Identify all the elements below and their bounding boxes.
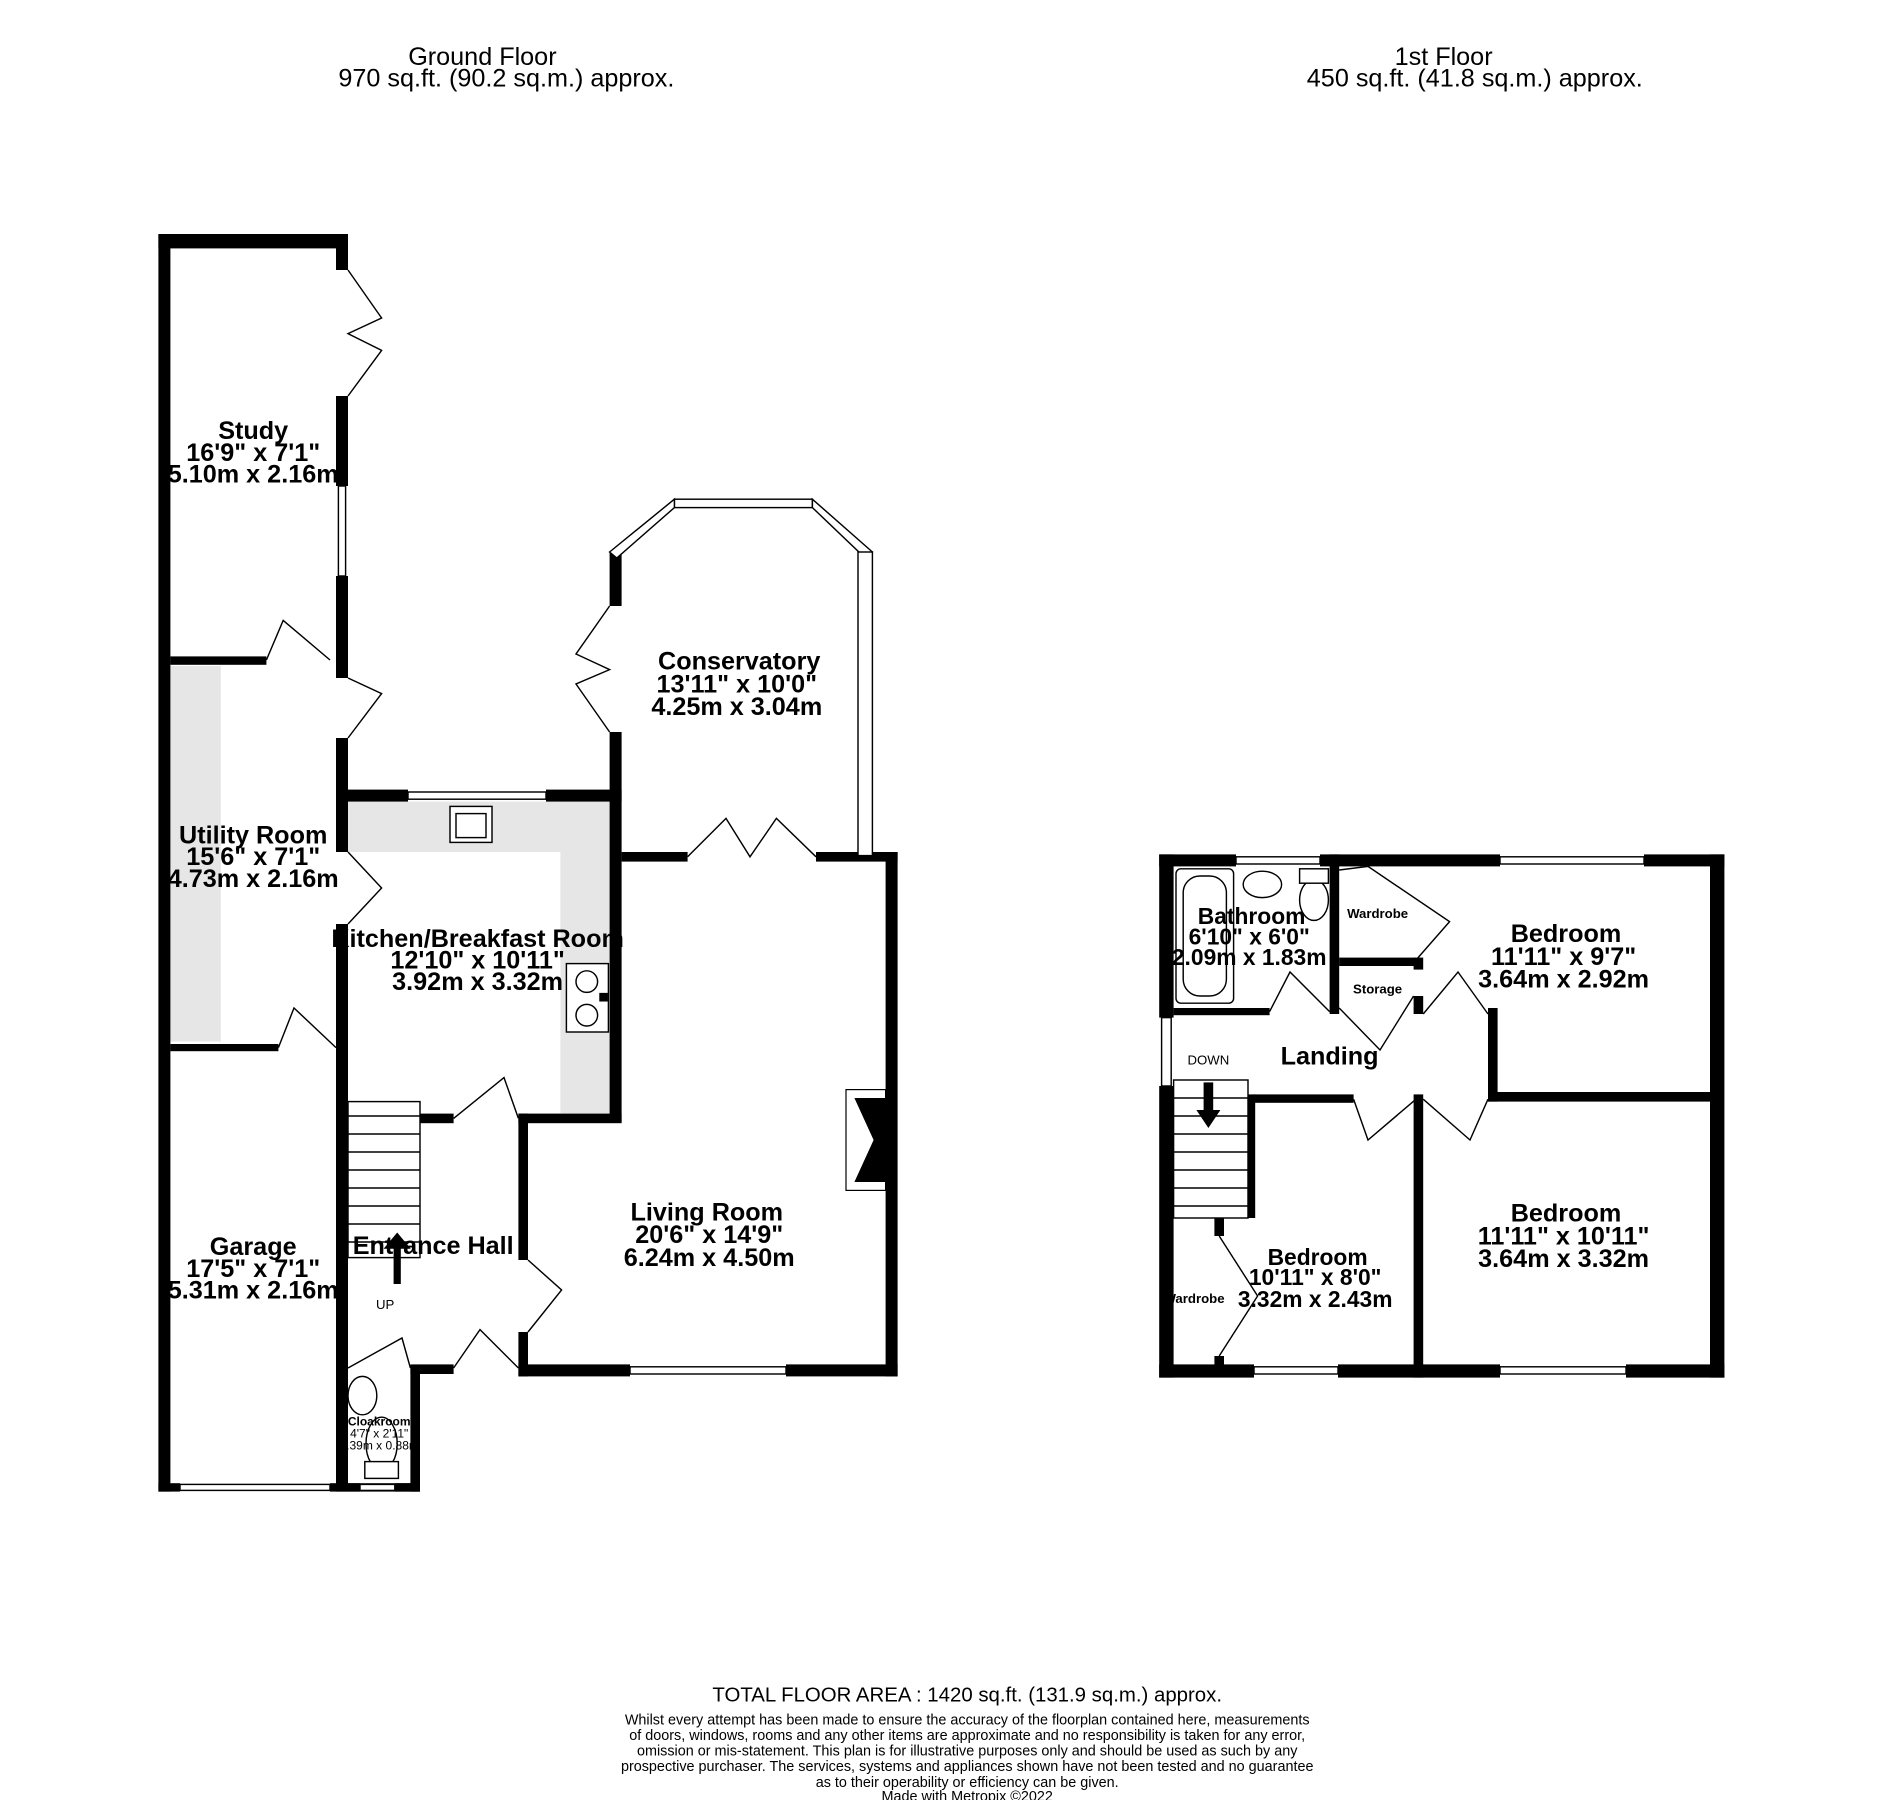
ground-floor-area: 970 sq.ft. (90.2 sq.m.) approx. [338, 64, 674, 92]
room-entrance-hall: Entrance Hall [353, 1232, 514, 1260]
svg-text:2.09m x 1.83m: 2.09m x 1.83m [1172, 944, 1327, 970]
first-floor-title: 1st Floor [1395, 43, 1493, 71]
svg-text:Bedroom: Bedroom [1511, 920, 1622, 948]
first-floor-stairs [1172, 1079, 1249, 1219]
room-bathroom: Bathroom 6'10" x 6'0" 2.09m x 1.83m [1172, 903, 1327, 970]
total-floor-area: TOTAL FLOOR AREA : 1420 sq.ft. (131.9 sq… [712, 1685, 1222, 1707]
room-bedroom-2: Bedroom 11'11" x 10'11" 3.64m x 3.32m [1478, 1200, 1650, 1274]
stair-up-label: UP [376, 1297, 395, 1312]
room-study: Study 16'9" x 7'1" 5.10m x 2.16m [168, 417, 339, 488]
svg-text:3.32m x 2.43m: 3.32m x 2.43m [1238, 1286, 1393, 1312]
basin-icon [347, 1375, 378, 1416]
svg-text:Made with Metropix ©2022: Made with Metropix ©2022 [882, 1789, 1053, 1800]
svg-text:11'11" x 9'7": 11'11" x 9'7" [1491, 943, 1636, 971]
svg-text:Whilst every attempt has been: Whilst every attempt has been made to en… [625, 1712, 1310, 1728]
first-floor-doors [1218, 865, 1489, 1357]
svg-text:omission or mis-statement. Thi: omission or mis-statement. This plan is … [637, 1744, 1298, 1760]
room-living: Living Room 20'6" x 14'9" 6.24m x 4.50m [624, 1198, 795, 1272]
room-utility: Utility Room 15'6" x 7'1" 4.73m x 2.16m [168, 822, 339, 893]
room-bedroom-1: Bedroom 11'11" x 9'7" 3.64m x 2.92m [1478, 920, 1649, 994]
ground-floor-windows [179, 485, 874, 1492]
svg-text:1.39m x 0.88m: 1.39m x 0.88m [340, 1439, 419, 1453]
svg-text:10'11" x 8'0": 10'11" x 8'0" [1249, 1264, 1382, 1290]
svg-text:15'6" x 7'1": 15'6" x 7'1" [186, 843, 320, 871]
room-landing: Landing [1281, 1042, 1379, 1070]
svg-text:17'5" x 7'1": 17'5" x 7'1" [186, 1255, 320, 1283]
stair-down-label: DOWN [1188, 1052, 1230, 1067]
svg-text:Bedroom: Bedroom [1268, 1244, 1368, 1270]
basin-icon [1242, 870, 1283, 899]
room-kitchen: Kitchen/Breakfast Room 12'10" x 10'11" 3… [331, 925, 624, 996]
room-wardrobe-1: Wardrobe [1347, 906, 1408, 921]
svg-text:Living Room: Living Room [631, 1198, 784, 1226]
svg-text:Bathroom: Bathroom [1198, 903, 1306, 929]
kitchen-fixtures [347, 805, 610, 1480]
room-garage: Garage 17'5" x 7'1" 5.31m x 2.16m [168, 1233, 339, 1304]
svg-text:11'11" x 10'11": 11'11" x 10'11" [1478, 1222, 1650, 1250]
room-wardrobe-2: Wardrobe [1163, 1291, 1224, 1306]
svg-text:3.92m x 3.32m: 3.92m x 3.32m [392, 968, 563, 996]
svg-text:6'10" x 6'0": 6'10" x 6'0" [1189, 923, 1310, 949]
first-floor-area: 450 sq.ft. (41.8 sq.m.) approx. [1307, 64, 1643, 92]
bathroom-fixtures [1175, 868, 1330, 1004]
svg-text:Conservatory: Conservatory [658, 648, 820, 676]
svg-text:Bedroom: Bedroom [1511, 1200, 1622, 1228]
room-bedroom-3: Bedroom 10'11" x 8'0" 3.32m x 2.43m [1238, 1244, 1393, 1312]
ground-floor-walls [158, 234, 898, 1492]
svg-text:6.24m x 4.50m: 6.24m x 4.50m [624, 1244, 795, 1272]
ground-floor-title: Ground Floor [408, 43, 556, 71]
svg-text:4.25m x 3.04m: 4.25m x 3.04m [651, 693, 822, 721]
room-conservatory: Conservatory 13'11" x 10'0" 4.25m x 3.04… [651, 648, 822, 722]
svg-text:as to their operability or eff: as to their operability or efficiency ca… [816, 1775, 1119, 1791]
svg-text:Study: Study [218, 417, 288, 445]
svg-text:5.31m x 2.16m: 5.31m x 2.16m [168, 1276, 339, 1304]
svg-text:of doors, windows, rooms and a: of doors, windows, rooms and any other i… [629, 1728, 1305, 1744]
svg-text:16'9" x 7'1": 16'9" x 7'1" [186, 439, 320, 467]
svg-text:Garage: Garage [210, 1233, 297, 1261]
ground-floor-stairs [347, 1100, 421, 1259]
svg-text:4.73m x 2.16m: 4.73m x 2.16m [168, 865, 339, 893]
svg-text:20'6" x 14'9": 20'6" x 14'9" [635, 1221, 783, 1249]
svg-text:prospective purchaser. The ser: prospective purchaser. The services, sys… [621, 1759, 1314, 1775]
ground-floor-doors [265, 269, 817, 1369]
room-storage: Storage [1353, 982, 1402, 997]
disclaimer: Whilst every attempt has been made to en… [621, 1712, 1314, 1800]
svg-text:3.64m x 3.32m: 3.64m x 3.32m [1478, 1245, 1649, 1273]
svg-text:3.64m x 2.92m: 3.64m x 2.92m [1478, 966, 1649, 994]
svg-text:Cloakroom: Cloakroom [348, 1415, 411, 1429]
first-floor-windows [1160, 856, 1645, 1375]
svg-text:5.10m x 2.16m: 5.10m x 2.16m [168, 460, 339, 488]
svg-text:4'7" x 2'11": 4'7" x 2'11" [350, 1427, 408, 1441]
svg-text:Kitchen/Breakfast Room: Kitchen/Breakfast Room [331, 925, 624, 953]
room-cloakroom: Cloakroom 4'7" x 2'11" 1.39m x 0.88m [340, 1415, 419, 1453]
svg-text:Utility Room: Utility Room [179, 822, 327, 850]
svg-text:12'10" x 10'11": 12'10" x 10'11" [390, 946, 565, 974]
svg-text:13'11" x 10'0": 13'11" x 10'0" [657, 670, 818, 698]
first-floor-walls [1159, 854, 1725, 1378]
